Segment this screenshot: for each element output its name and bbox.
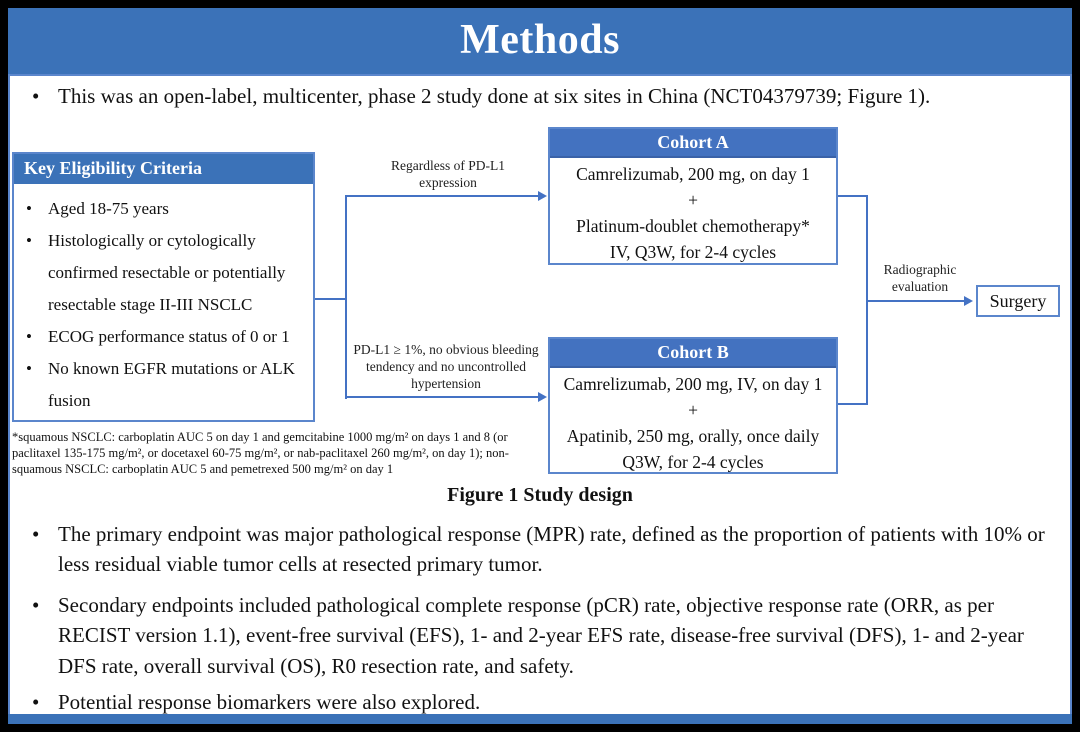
eligibility-item-text: No known EGFR mutations or ALK fusion: [48, 359, 295, 410]
eligibility-item: ECOG performance status of 0 or 1: [20, 321, 309, 353]
bullet-marker: [28, 519, 58, 580]
cohort-b-line: Camrelizumab, 200 mg, IV, on day 1: [563, 374, 823, 394]
eligibility-list: Aged 18-75 years Histologically or cytol…: [14, 184, 313, 417]
connector-line: [838, 195, 868, 197]
cohort-b-line: Q3W, for 2-4 cycles: [622, 452, 764, 472]
cohort-a-body: Camrelizumab, 200 mg, on day 1 + Platinu…: [550, 158, 836, 265]
cohort-a-line: IV, Q3W, for 2-4 cycles: [609, 242, 777, 262]
bullet-secondary-endpoints-text: Secondary endpoints included pathologica…: [58, 593, 1024, 678]
cohort-b-box: Cohort B Camrelizumab, 200 mg, IV, on da…: [548, 337, 838, 474]
bullet-primary-endpoint-text: The primary endpoint was major pathologi…: [58, 522, 1045, 577]
surgery-box: Surgery: [976, 285, 1060, 317]
connector-line: [315, 298, 347, 300]
cohort-b-header: Cohort B: [550, 339, 836, 368]
bullet-biomarkers: Potential response biomarkers were also …: [28, 687, 1028, 717]
figure-caption: Figure 1 Study design: [447, 484, 633, 506]
slide-title: Methods: [8, 8, 1072, 74]
bullet-intro-text: This was an open-label, multicenter, pha…: [58, 84, 931, 108]
eligibility-item: Histologically or cytologically confirme…: [20, 225, 309, 321]
arrowhead-icon: [964, 296, 973, 306]
bullet-marker: [20, 353, 48, 417]
bullet-primary-endpoint: The primary endpoint was major pathologi…: [28, 519, 1054, 580]
cohort-a-line: +: [688, 190, 698, 210]
footer-bar: [8, 714, 1072, 724]
bullet-secondary-endpoints: Secondary endpoints included pathologica…: [28, 590, 1058, 681]
cohort-a-line: Platinum-doublet chemotherapy*: [576, 216, 810, 236]
bullet-biomarkers-text: Potential response biomarkers were also …: [58, 690, 481, 714]
eligibility-item-text: Histologically or cytologically confirme…: [48, 231, 286, 314]
cohort-a-header: Cohort A: [550, 129, 836, 158]
connector-line: [345, 195, 539, 197]
bullet-marker: [20, 193, 48, 225]
bullet-marker: [28, 81, 58, 111]
cohort-a-box: Cohort A Camrelizumab, 200 mg, on day 1 …: [548, 127, 838, 265]
eligibility-header: Key Eligibility Criteria: [14, 154, 313, 184]
arrowhead-icon: [538, 191, 547, 201]
cohort-a-line: Camrelizumab, 200 mg, on day 1: [576, 164, 810, 184]
arrowhead-icon: [538, 392, 547, 402]
bullet-marker: [20, 225, 48, 321]
eligibility-item-text: Aged 18-75 years: [48, 199, 169, 218]
bullet-marker: [28, 590, 58, 681]
chemo-footnote: *squamous NSCLC: carboplatin AUC 5 on da…: [12, 430, 509, 476]
bullet-marker: [20, 321, 48, 353]
connector-line: [866, 300, 966, 302]
cohort-b-line: Apatinib, 250 mg, orally, once daily: [566, 426, 820, 446]
eligibility-box: Key Eligibility Criteria Aged 18-75 year…: [12, 152, 315, 422]
branch-a-label: Regardless of PD-L1 expression: [391, 158, 505, 190]
eligibility-item: No known EGFR mutations or ALK fusion: [20, 353, 309, 417]
eligibility-item-text: ECOG performance status of 0 or 1: [48, 327, 290, 346]
radiographic-evaluation-label: Radiographic evaluation: [883, 262, 957, 294]
branch-b-label: PD-L1 ≥ 1%, no obvious bleeding tendency…: [353, 342, 539, 391]
connector-line: [345, 396, 539, 398]
cohort-b-body: Camrelizumab, 200 mg, IV, on day 1 + Apa…: [550, 368, 836, 475]
bullet-intro: This was an open-label, multicenter, pha…: [28, 81, 1064, 111]
eligibility-item: Aged 18-75 years: [20, 193, 309, 225]
connector-line: [838, 403, 868, 405]
cohort-b-line: +: [688, 400, 698, 420]
bullet-marker: [28, 687, 58, 717]
connector-line: [345, 195, 347, 399]
